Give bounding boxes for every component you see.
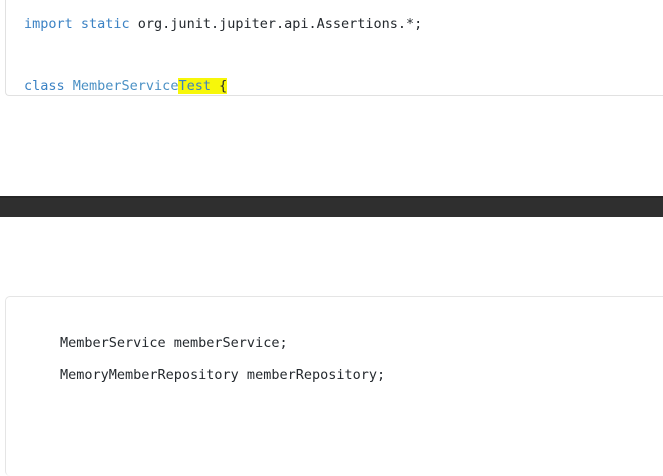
- token-open-brace-highlighted[interactable]: {: [219, 78, 228, 94]
- token-member-repository-declaration: MemoryMemberRepository memberRepository;: [60, 367, 386, 383]
- token-class-keyword: class: [24, 78, 73, 94]
- dark-separator-top-edge: [0, 196, 663, 198]
- code-panel-upper[interactable]: import static org.junit.jupiter.api.Asse…: [5, 0, 663, 96]
- token-blank: [24, 47, 32, 63]
- token-highlighted-space[interactable]: [210, 78, 220, 94]
- code-panel-lower[interactable]: MemberService memberService; MemoryMembe…: [5, 296, 663, 476]
- code-body-lower: MemberService memberService; MemoryMembe…: [6, 297, 663, 391]
- token-import-path: org.junit.jupiter.api.Assertions.*;: [137, 16, 423, 32]
- token-class-name-highlighted[interactable]: Test: [178, 78, 211, 94]
- token-import-keyword: import static: [24, 16, 138, 32]
- dark-separator-bar: [0, 196, 663, 217]
- token-class-name-prefix: MemberService: [72, 78, 179, 94]
- code-line-member-service-field[interactable]: MemberService memberService;: [6, 327, 663, 359]
- code-line-class-declaration[interactable]: class MemberServiceTest {: [6, 71, 663, 102]
- code-line-member-repository-field[interactable]: MemoryMemberRepository memberRepository;: [6, 359, 663, 391]
- code-line-blank[interactable]: [6, 40, 663, 71]
- code-line-import[interactable]: import static org.junit.jupiter.api.Asse…: [6, 9, 663, 40]
- code-body-upper: import static org.junit.jupiter.api.Asse…: [6, 0, 663, 102]
- token-member-service-declaration: MemberService memberService;: [60, 335, 288, 351]
